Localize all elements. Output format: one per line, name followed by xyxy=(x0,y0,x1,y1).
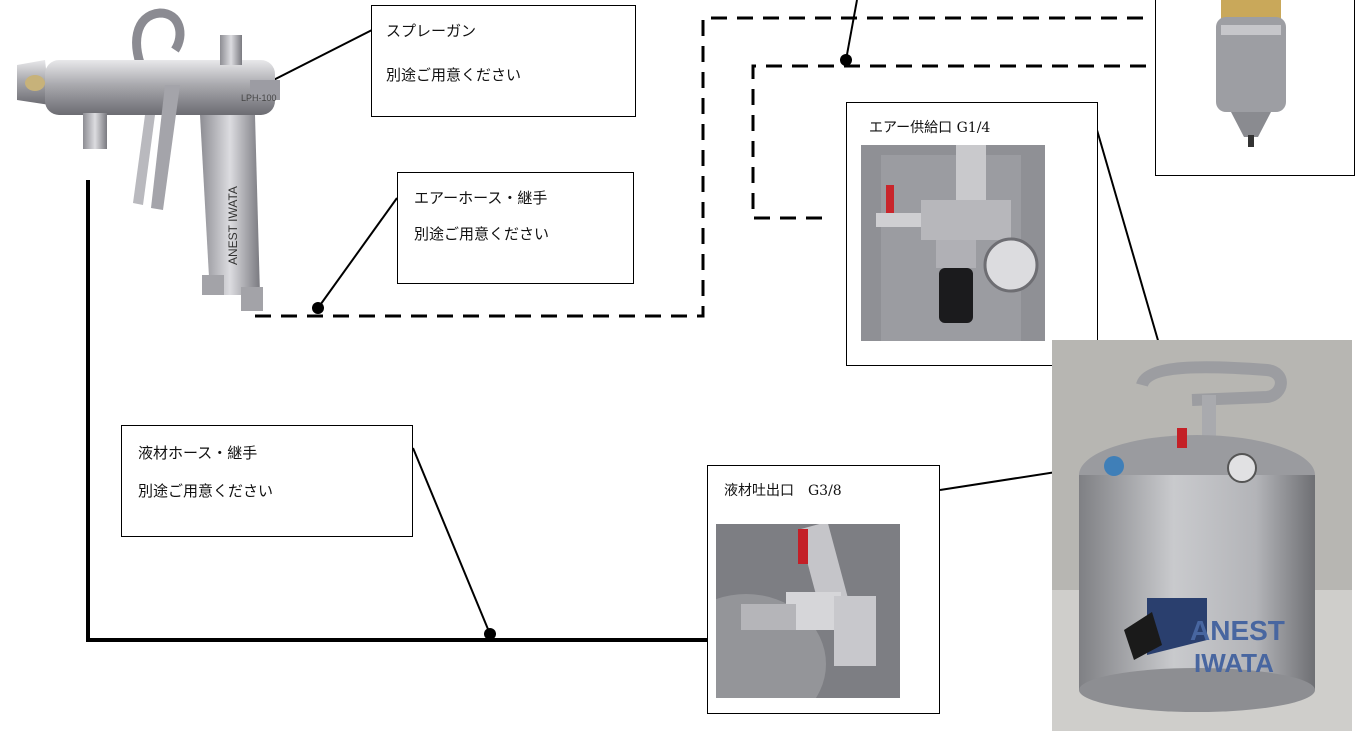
air-hose-dashed-line xyxy=(255,16,1150,318)
air-supply-dashed-line xyxy=(751,64,1150,220)
gun-model-text: LPH-100 xyxy=(241,93,277,103)
air-hose-title: エアーホース・継手 xyxy=(414,189,548,207)
fluid-hose-leader-dot xyxy=(484,628,496,640)
fluid-outlet-photo xyxy=(716,524,900,698)
fluid-hose-line xyxy=(86,180,748,642)
fluid-outlet-box: 液材吐出口 G3/8 xyxy=(707,465,940,714)
fluid-outlet-title: 液材吐出口 G3/8 xyxy=(724,483,842,499)
air-hose-note: 別途ご用意ください xyxy=(414,225,550,243)
top-leader xyxy=(845,0,858,61)
gun-brand-text: ANEST IWATA xyxy=(226,186,240,265)
tank-brand-line2: IWATA xyxy=(1194,648,1274,678)
air-filter-photo xyxy=(1216,0,1286,147)
tank-brand-line1: ANEST xyxy=(1190,615,1285,646)
fluid-hose-leader xyxy=(412,447,491,635)
air-supply-port-box: エアー供給口 G1/4 xyxy=(846,102,1098,366)
air-hose-label-box: エアーホース・継手 別途ご用意ください xyxy=(397,172,634,284)
air-hose-leader xyxy=(317,197,398,309)
spray-gun-note: 別途ご用意ください xyxy=(386,66,522,84)
fluid-hose-note: 別途ご用意ください xyxy=(138,482,274,500)
fluid-hose-title: 液材ホース・継手 xyxy=(138,444,258,462)
air-supply-title: エアー供給口 G1/4 xyxy=(869,120,991,136)
spray-gun-label-box: スプレーガン 別途ご用意ください xyxy=(371,5,636,117)
air-hose-leader-dot xyxy=(312,302,324,314)
air-supply-photo xyxy=(861,145,1045,341)
spray-gun-image: ANEST IWATA LPH-100 xyxy=(17,8,280,311)
fluid-hose-label-box: 液材ホース・継手 別途ご用意ください xyxy=(121,425,413,537)
top-leader-dot xyxy=(840,54,852,66)
spray-gun-title: スプレーガン xyxy=(386,22,477,40)
air-filter-box xyxy=(1155,0,1355,176)
pressure-tank-image: ANEST IWATA xyxy=(1052,340,1352,731)
